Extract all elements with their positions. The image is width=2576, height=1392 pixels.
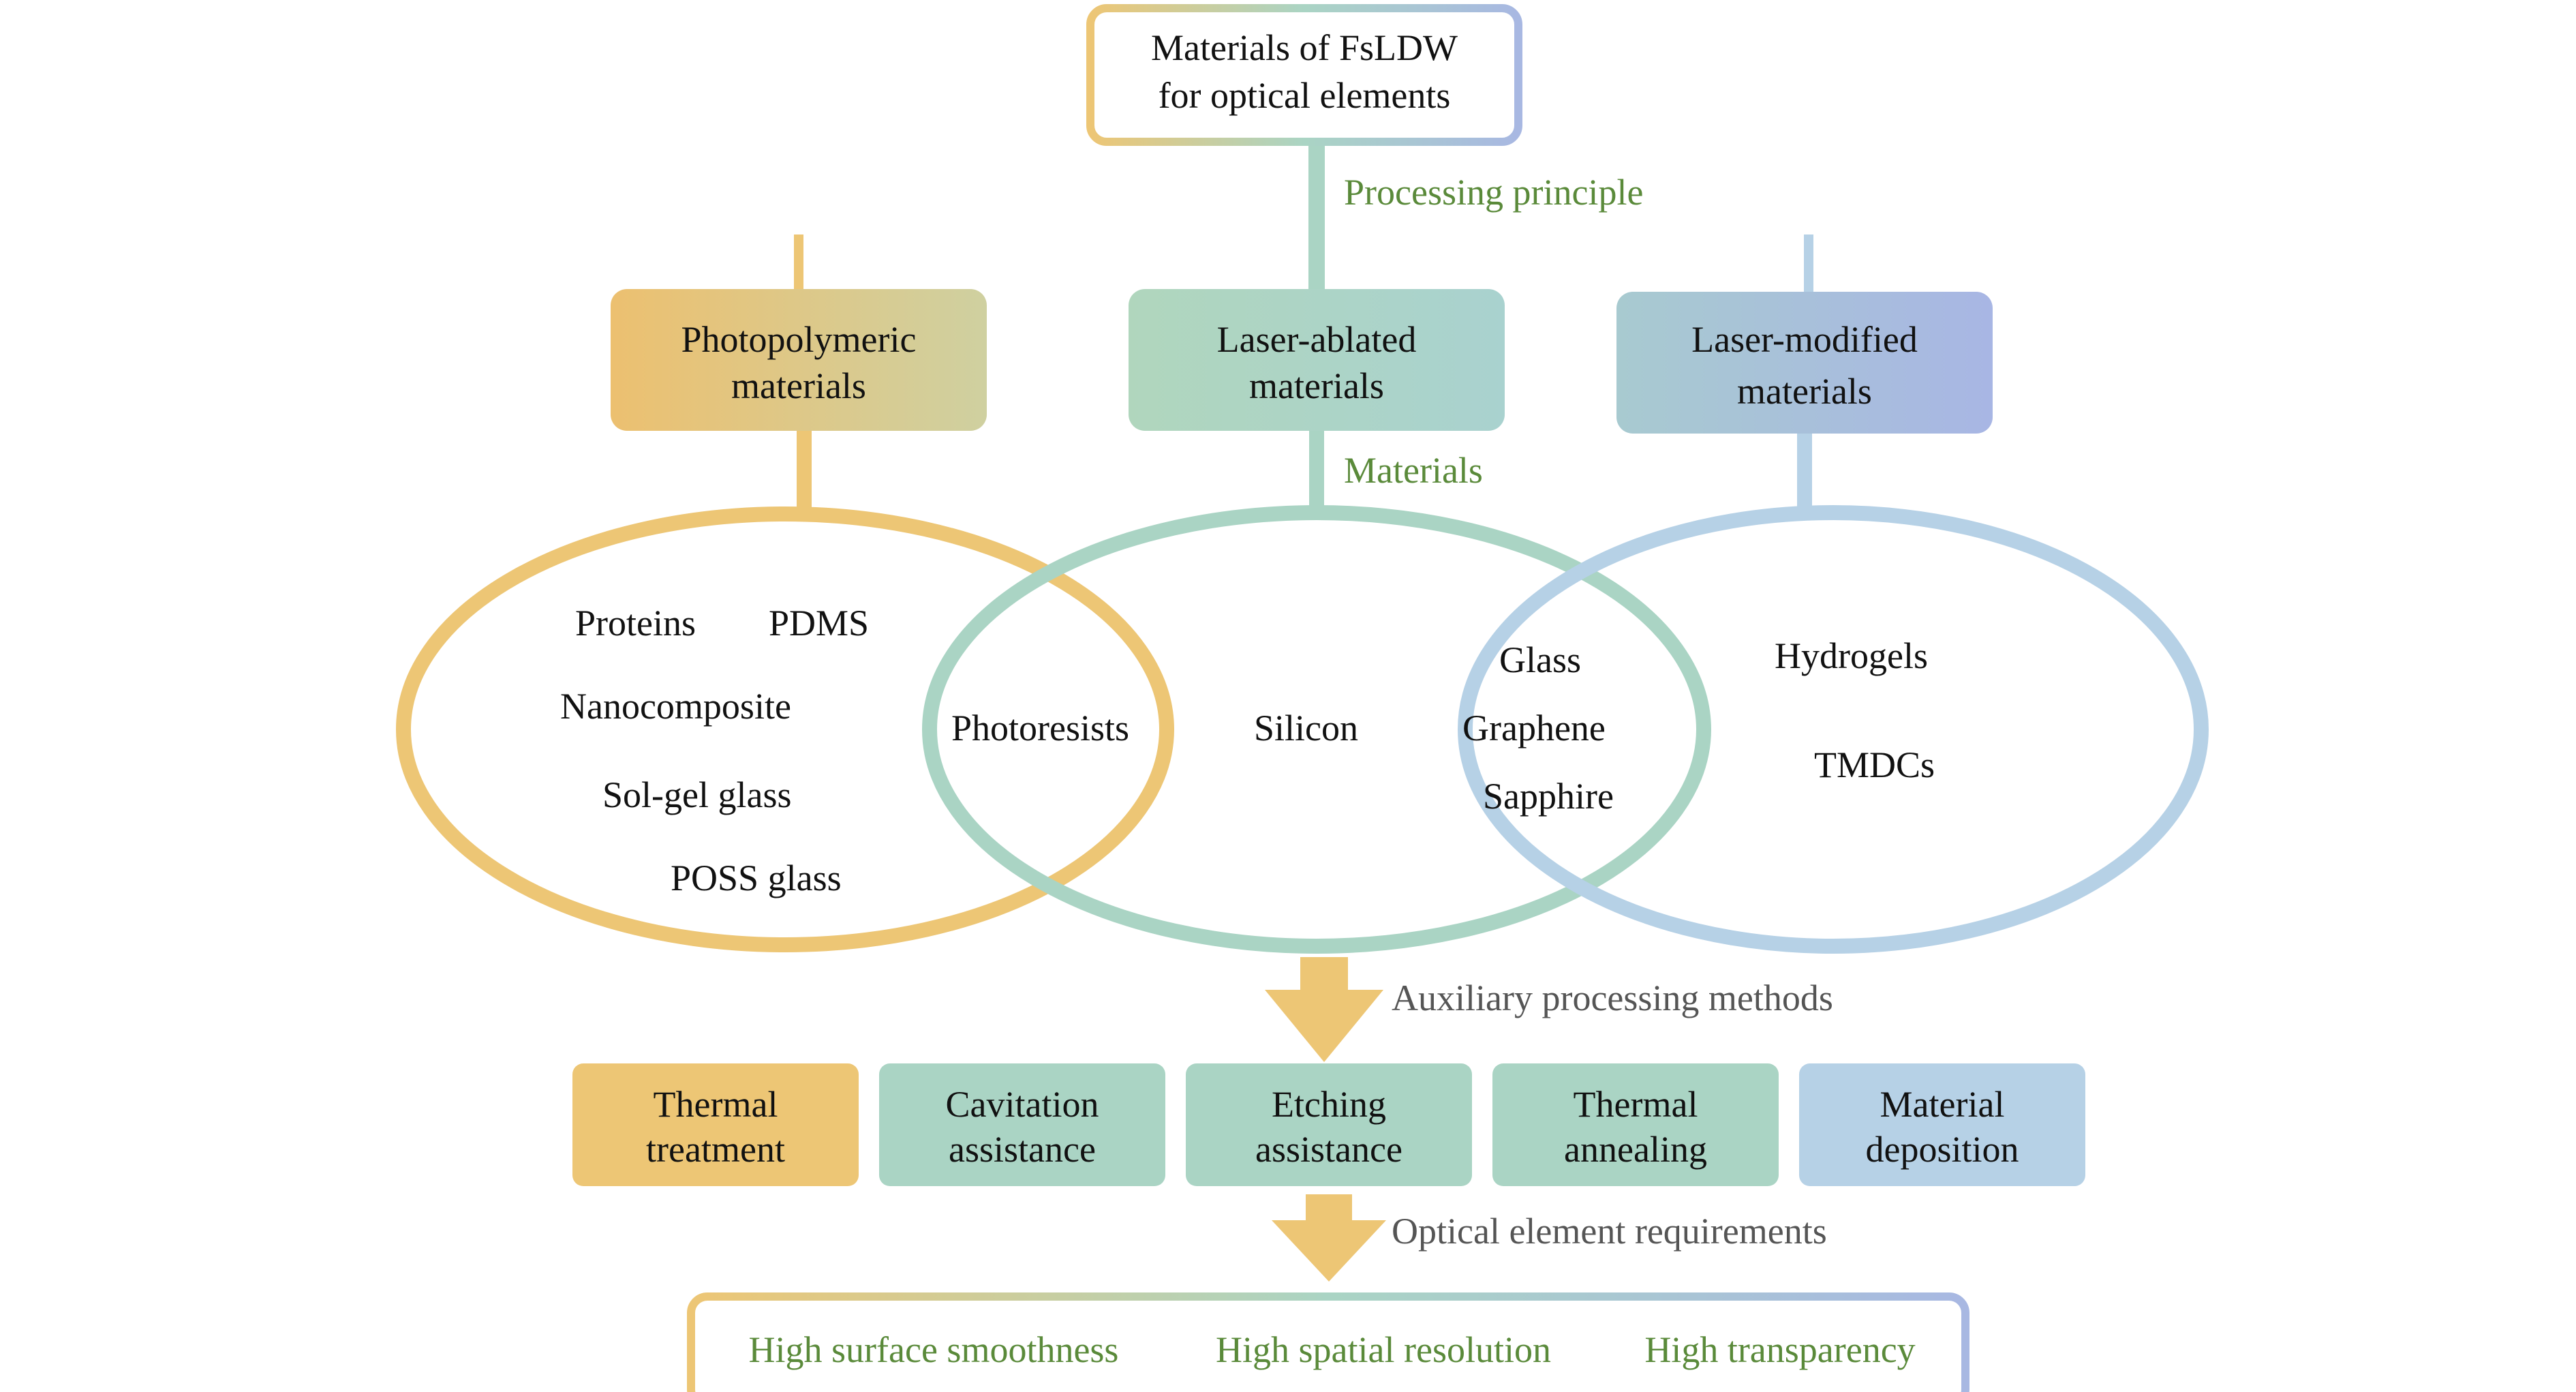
method-thermal-treatment: Thermal treatment bbox=[572, 1063, 859, 1186]
venn-item-silicon: Silicon bbox=[1254, 708, 1358, 748]
down-arrow-icon bbox=[1272, 1194, 1386, 1282]
category-laser-modified-line1: Laser-modified bbox=[1691, 319, 1918, 360]
method-etching-assistance-line2: assistance bbox=[1255, 1129, 1402, 1170]
top-box-line1: Materials of FsLDW bbox=[1151, 27, 1458, 68]
venn-laser-ablated-ellipse bbox=[922, 505, 1711, 954]
venn-photopolymeric-ellipse bbox=[396, 506, 1174, 952]
venn-laser-modified-ellipse bbox=[1458, 505, 2209, 954]
requirement-transparency: High transparency bbox=[1644, 1329, 1915, 1370]
category-laser-ablated: Laser-ablated materials bbox=[1129, 289, 1505, 431]
processing-principle-label: Processing principle bbox=[1344, 172, 1643, 213]
requirement-spatial-resolution: High spatial resolution bbox=[1216, 1329, 1551, 1370]
top-connectors bbox=[794, 146, 1813, 292]
method-material-deposition: Material deposition bbox=[1799, 1063, 2085, 1186]
category-laser-ablated-line1: Laser-ablated bbox=[1217, 319, 1417, 360]
method-etching-assistance: Etching assistance bbox=[1186, 1063, 1472, 1186]
requirement-surface-smoothness: High surface smoothness bbox=[749, 1329, 1119, 1370]
method-cavitation-assistance-line1: Cavitation bbox=[946, 1084, 1099, 1125]
method-thermal-treatment-line1: Thermal bbox=[654, 1084, 778, 1125]
method-material-deposition-line2: deposition bbox=[1866, 1129, 2019, 1170]
method-thermal-annealing-line1: Thermal bbox=[1574, 1084, 1698, 1125]
method-etching-assistance-line1: Etching bbox=[1272, 1084, 1386, 1125]
method-cavitation-assistance-line2: assistance bbox=[949, 1129, 1096, 1170]
materials-label: Materials bbox=[1344, 450, 1483, 491]
requirements-label: Optical element requirements bbox=[1392, 1211, 1827, 1252]
category-photopolymeric: Photopolymeric materials bbox=[611, 289, 987, 431]
method-thermal-annealing-line2: annealing bbox=[1564, 1129, 1707, 1170]
down-arrow-icon bbox=[1265, 957, 1383, 1062]
venn-item-photoresists: Photoresists bbox=[951, 708, 1129, 748]
method-cavitation-assistance: Cavitation assistance bbox=[879, 1063, 1165, 1186]
venn-item-pdms: PDMS bbox=[769, 603, 869, 644]
auxiliary-label: Auxiliary processing methods bbox=[1392, 978, 1833, 1018]
category-laser-ablated-line2: materials bbox=[1249, 365, 1384, 406]
venn-connectors bbox=[797, 431, 1812, 518]
method-material-deposition-line1: Material bbox=[1880, 1084, 2005, 1125]
venn-item-sapphire: Sapphire bbox=[1483, 776, 1614, 817]
venn-item-nanocomposite: Nanocomposite bbox=[560, 686, 791, 727]
requirements-box: High surface smoothness High spatial res… bbox=[687, 1292, 1969, 1392]
category-laser-modified: Laser-modified materials bbox=[1616, 292, 1993, 434]
venn-item-poss-glass: POSS glass bbox=[671, 858, 842, 898]
category-laser-modified-line2: materials bbox=[1737, 371, 1872, 412]
venn-item-sol-gel-glass: Sol-gel glass bbox=[602, 774, 792, 815]
category-photopolymeric-line2: materials bbox=[731, 365, 866, 406]
category-photopolymeric-line1: Photopolymeric bbox=[681, 319, 917, 360]
venn-item-glass: Glass bbox=[1499, 639, 1581, 680]
top-box-line2: for optical elements bbox=[1159, 75, 1451, 116]
method-thermal-annealing: Thermal annealing bbox=[1492, 1063, 1779, 1186]
method-thermal-treatment-line2: treatment bbox=[646, 1129, 785, 1170]
venn-item-hydrogels: Hydrogels bbox=[1775, 635, 1928, 676]
venn-item-graphene: Graphene bbox=[1462, 708, 1606, 748]
venn-item-proteins: Proteins bbox=[575, 603, 696, 644]
top-box: Materials of FsLDW for optical elements bbox=[1086, 4, 1522, 146]
venn-item-tmdcs: TMDCs bbox=[1814, 744, 1935, 785]
venn-diagram bbox=[396, 505, 2209, 954]
